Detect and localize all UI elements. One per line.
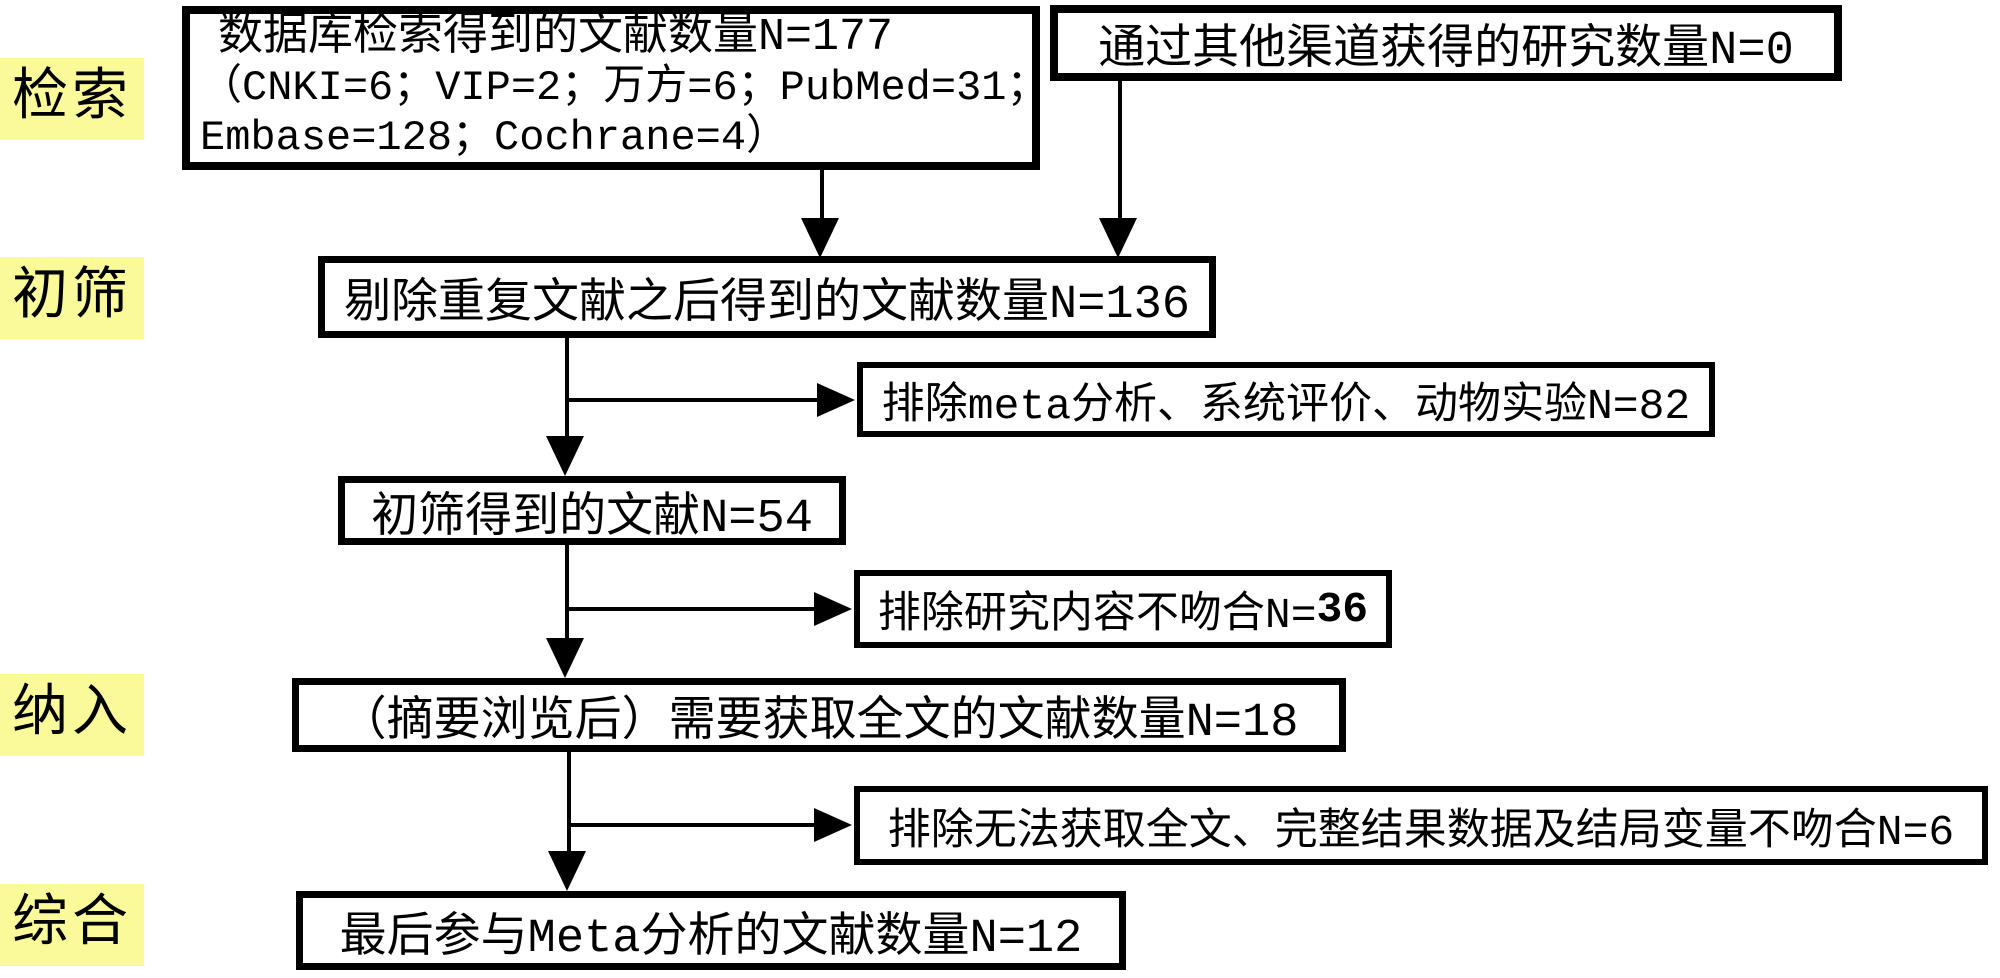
- box-exclusion-meta-sysreview-animal: 排除meta分析、系统评价、动物实验N=82: [857, 362, 1715, 437]
- box-after-dedup-text: 剔除重复文献之后得到的文献数量N=136: [343, 279, 1191, 332]
- arrowhead-branch-exclusion1: [817, 383, 855, 417]
- arrowhead-fulltext-to-final: [548, 851, 586, 891]
- box-final-included-text: 最后参与Meta分析的文献数量N=12: [339, 912, 1083, 966]
- arrowhead-branch-exclusion2: [814, 592, 852, 626]
- box-exclusion-no-fulltext: 排除无法获取全文、完整结果数据及结局变量不吻合N=6: [854, 786, 1988, 865]
- box-initial-screened: 初筛得到的文献N=54: [338, 476, 846, 545]
- connector-dedup-to-screened: [565, 338, 569, 440]
- connector-fulltext-to-final: [567, 752, 571, 855]
- box-database-search-line2: （CNKI=6；VIP=2；万方=6；PubMed=31；: [200, 64, 1040, 112]
- connector-branch-exclusion1: [567, 398, 817, 402]
- arrowhead-branch-exclusion3: [814, 808, 852, 842]
- box-database-search-line1: 数据库检索得到的文献数量N=177: [218, 12, 894, 63]
- arrowhead-othersources-to-dedup: [1099, 218, 1137, 258]
- stage-label-screening: 初筛: [0, 257, 144, 339]
- connector-branch-exclusion3: [569, 823, 817, 827]
- box-database-search: 数据库检索得到的文献数量N=177 （CNKI=6；VIP=2；万方=6；Pub…: [182, 6, 1040, 170]
- box-initial-screened-text: 初筛得到的文献N=54: [371, 492, 813, 545]
- connector-branch-exclusion2: [567, 607, 815, 611]
- connector-othersources-to-dedup: [1118, 81, 1122, 220]
- box-fulltext-needed: （摘要浏览后）需要获取全文的文献数量N=18: [292, 678, 1346, 752]
- stage-label-search: 检索: [0, 58, 144, 140]
- arrowhead-screened-to-fulltext: [546, 638, 584, 678]
- box-exclusion-no-fulltext-text: 排除无法获取全文、完整结果数据及结局变量不吻合N=6: [887, 807, 1955, 857]
- box-final-included: 最后参与Meta分析的文献数量N=12: [296, 891, 1126, 970]
- box-exclusion-content-mismatch: 排除研究内容不吻合N=36: [854, 570, 1392, 648]
- arrowhead-dedup-to-screened: [546, 436, 584, 476]
- arrowhead-dbsearch-to-dedup: [801, 218, 839, 258]
- box-exclusion-meta-sysreview-animal-text: 排除meta分析、系统评价、动物实验N=82: [881, 381, 1691, 431]
- box-after-dedup: 剔除重复文献之后得到的文献数量N=136: [318, 256, 1216, 338]
- connector-dbsearch-to-dedup: [820, 170, 824, 224]
- stage-label-inclusion: 纳入: [0, 674, 144, 756]
- stage-label-synthesis: 综合: [0, 884, 144, 966]
- box-exclusion-content-mismatch-count: 36: [1316, 584, 1369, 634]
- connector-screened-to-fulltext: [565, 545, 569, 640]
- box-other-sources-text: 通过其他渠道获得的研究数量N=0: [1098, 25, 1794, 78]
- box-fulltext-needed-text: （摘要浏览后）需要获取全文的文献数量N=18: [339, 697, 1299, 750]
- box-exclusion-content-mismatch-text: 排除研究内容不吻合N=: [877, 591, 1317, 640]
- box-other-sources: 通过其他渠道获得的研究数量N=0: [1050, 5, 1842, 81]
- box-database-search-line3: Embase=128；Cochrane=4）: [200, 114, 789, 162]
